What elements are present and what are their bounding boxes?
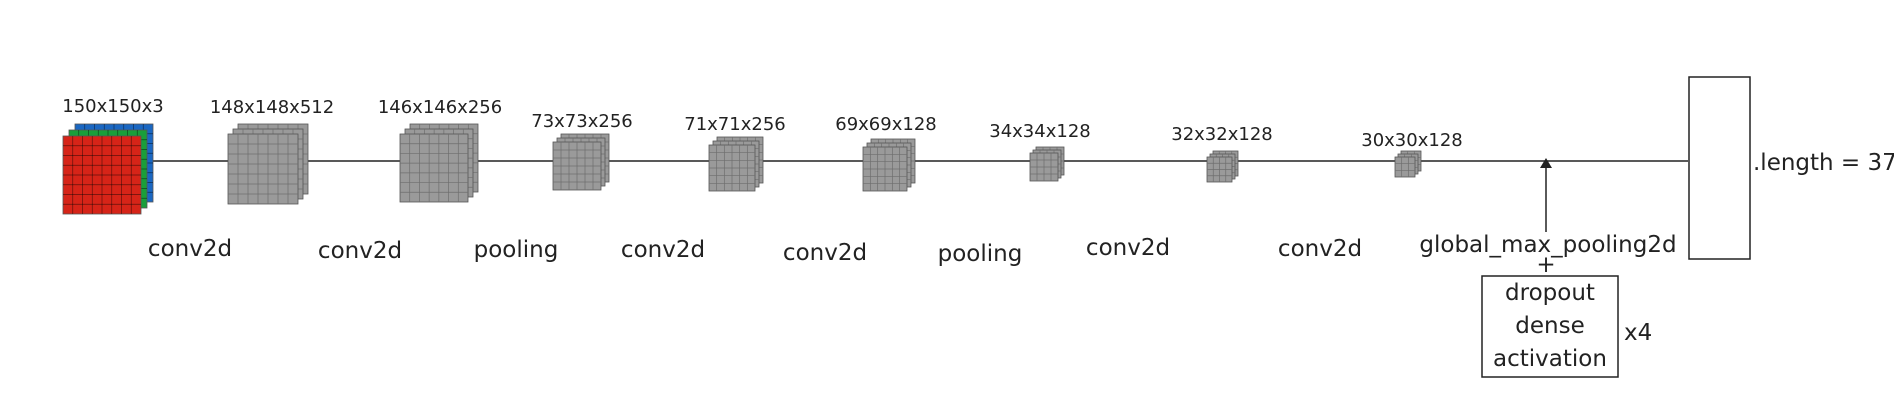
feature-map-sheet bbox=[62, 135, 142, 215]
feature-map-sheet bbox=[552, 141, 602, 191]
feature-map-stack bbox=[399, 123, 479, 203]
feature-map-stack bbox=[552, 133, 610, 191]
layer-dims-label: 32x32x128 bbox=[1171, 124, 1272, 145]
dense-block-line: dense bbox=[1515, 313, 1584, 339]
feature-map-sheet bbox=[862, 146, 908, 192]
operation-label: conv2d bbox=[148, 236, 232, 262]
layer-dims-label: 146x146x256 bbox=[378, 97, 502, 118]
dense-block-box bbox=[1481, 275, 1619, 378]
operation-label: conv2d bbox=[1278, 236, 1362, 262]
feature-map-sheet bbox=[1029, 152, 1059, 182]
feature-map-sheet bbox=[227, 133, 299, 205]
dense-block-line: dropout bbox=[1505, 280, 1595, 306]
feature-map-stack bbox=[1206, 150, 1239, 183]
operation-label: pooling bbox=[474, 237, 559, 263]
feature-map-sheet bbox=[1206, 156, 1233, 183]
feature-map-stack bbox=[708, 136, 764, 192]
feature-map-stack bbox=[1394, 150, 1422, 178]
repeat-label: x4 bbox=[1624, 320, 1652, 346]
layer-dims-label: 73x73x256 bbox=[531, 111, 632, 132]
layer-dims-label: 30x30x128 bbox=[1361, 130, 1462, 151]
feature-map-stack bbox=[862, 138, 916, 192]
operation-label: conv2d bbox=[1086, 235, 1170, 261]
feature-map-stacks bbox=[62, 123, 1422, 215]
feature-map-sheet bbox=[708, 144, 756, 192]
layer-dims-label: 71x71x256 bbox=[684, 114, 785, 135]
feature-map-sheet bbox=[399, 133, 469, 203]
operation-label: conv2d bbox=[318, 238, 402, 264]
layer-dims-label: 150x150x3 bbox=[62, 96, 163, 117]
dense-block-line: activation bbox=[1493, 346, 1607, 372]
feature-map-stack bbox=[227, 123, 309, 205]
output-box bbox=[1688, 76, 1751, 260]
plus-sign: + bbox=[1536, 252, 1555, 278]
global-pool-label: global_max_pooling2d bbox=[1419, 232, 1676, 258]
operation-label: conv2d bbox=[621, 237, 705, 263]
feature-map-stack bbox=[62, 123, 154, 215]
feature-map-stack bbox=[1029, 146, 1065, 182]
operation-label: conv2d bbox=[783, 240, 867, 266]
feature-map-sheet bbox=[1394, 156, 1416, 178]
layer-dims-label: 148x148x512 bbox=[210, 97, 334, 118]
layer-dims-label: 34x34x128 bbox=[989, 121, 1090, 142]
output-label: .length = 37 bbox=[1753, 150, 1894, 176]
layer-dims-label: 69x69x128 bbox=[835, 114, 936, 135]
head-arrow-head bbox=[1540, 158, 1552, 168]
operation-label: pooling bbox=[938, 241, 1023, 267]
